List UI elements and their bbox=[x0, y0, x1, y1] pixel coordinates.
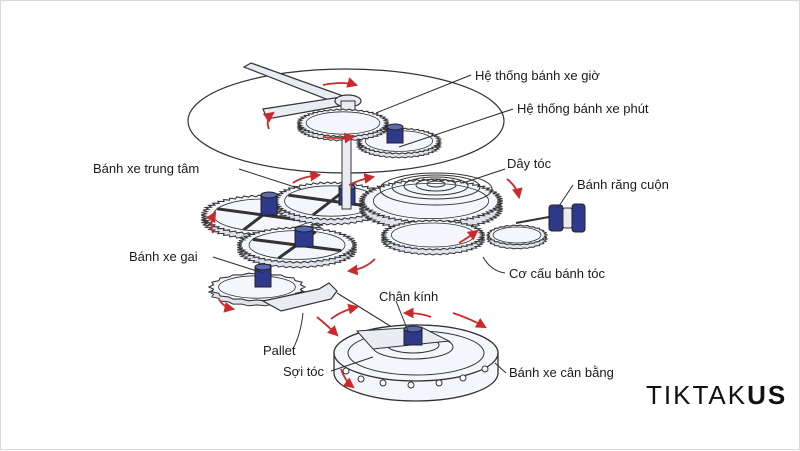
label-balance-wheel: Bánh xe cân bằng bbox=[509, 365, 614, 380]
balance-screw bbox=[357, 375, 365, 383]
minute-wheel-gear bbox=[355, 127, 443, 159]
label-hairspring: Dây tóc bbox=[507, 156, 552, 171]
label-hour-wheel: Hệ thống bánh xe giờ bbox=[475, 68, 600, 83]
labels: Hệ thống bánh xe giờ Hệ thống bánh xe ph… bbox=[93, 68, 669, 380]
hairspring-spiral bbox=[379, 172, 493, 206]
brand-part1: TIKTAK bbox=[646, 380, 747, 410]
balance-wheel bbox=[333, 324, 499, 402]
barrel-gear bbox=[358, 178, 504, 232]
balance-screw bbox=[481, 365, 489, 373]
balance-screw bbox=[435, 379, 443, 387]
gear-train bbox=[200, 108, 549, 307]
regulator-gear bbox=[380, 219, 486, 256]
label-spring-hair: Sợi tóc bbox=[283, 364, 325, 379]
third-wheel-pinion-cap bbox=[294, 225, 314, 233]
label-pallet: Pallet bbox=[263, 343, 296, 358]
center-wheel-gear bbox=[272, 181, 390, 226]
label-crown-wheel: Bánh răng cuộn bbox=[577, 177, 669, 192]
rotation-arrows bbox=[205, 77, 523, 389]
hour-wheel-gear bbox=[296, 108, 390, 142]
leader-lines bbox=[212, 74, 574, 374]
brand-logo: TIKTAKUS bbox=[646, 380, 787, 410]
label-jewel: Chân kính bbox=[379, 289, 438, 304]
balance-screw bbox=[407, 381, 415, 389]
center-wheel-pinion-cap bbox=[260, 191, 278, 199]
balance-screw bbox=[342, 367, 350, 375]
brand-part2: US bbox=[747, 380, 787, 410]
escape-wheel-pinion-cap bbox=[254, 263, 272, 271]
minute-wheel-pinion-cap bbox=[386, 123, 404, 131]
balance-screw bbox=[379, 379, 387, 387]
crown-side-gear bbox=[485, 224, 549, 250]
crown-winding bbox=[515, 203, 586, 233]
label-center-wheel: Bánh xe trung tâm bbox=[93, 161, 199, 176]
label-minute-wheel: Hệ thống bánh xe phút bbox=[517, 101, 649, 116]
balance-screw bbox=[459, 374, 467, 382]
balance-screws bbox=[342, 365, 489, 389]
label-escape-wheel: Bánh xe gai bbox=[129, 249, 198, 264]
center-arbor bbox=[341, 138, 352, 210]
label-regulator: Cơ cấu bánh tóc bbox=[509, 266, 605, 281]
